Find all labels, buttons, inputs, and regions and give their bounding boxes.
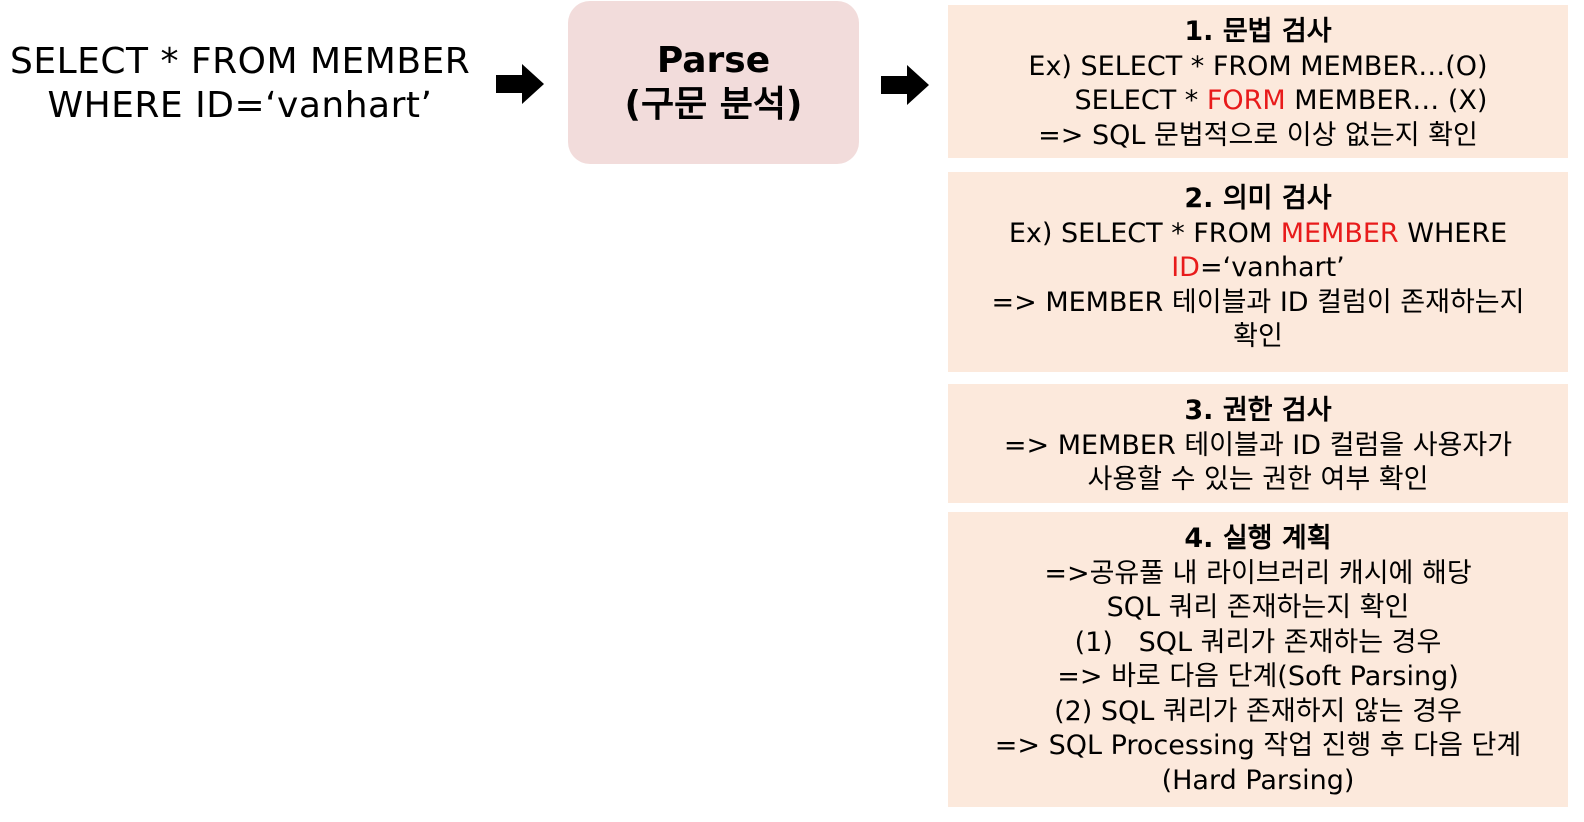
sql-query: SELECT * FROM MEMBER WHERE ID=‘vanhart’ bbox=[10, 40, 470, 128]
step-line: SELECT * FORM MEMBER… (X) bbox=[948, 84, 1568, 119]
step-line: 확인 bbox=[1233, 321, 1283, 352]
step-line: 사용할 수 있는 권한 여부 확인 bbox=[1087, 464, 1429, 495]
step-line: => SQL 문법적으로 이상 없는지 확인 bbox=[1038, 119, 1478, 151]
step-panel-semantic-check: 2. 의미 검사 Ex) SELECT * FROM MEMBER WHERE … bbox=[948, 172, 1568, 372]
step-text: Ex) SELECT * FROM bbox=[1008, 217, 1281, 249]
step-line: (Hard Parsing) bbox=[1161, 764, 1355, 796]
step-title: 1. 문법 검사 bbox=[1184, 16, 1332, 47]
step-panel-execution-plan: 4. 실행 계획 =>공유풀 내 라이브러리 캐시에 해당 SQL 쿼리 존재하… bbox=[948, 512, 1568, 807]
step-line: Ex) SELECT * FROM MEMBER WHERE bbox=[948, 217, 1568, 252]
highlight-text: FORM bbox=[1206, 85, 1286, 116]
step-panel-syntax-check: 1. 문법 검사 Ex) SELECT * FROM MEMBER…(O) SE… bbox=[948, 5, 1568, 158]
step-line: SQL 쿼리 존재하는지 확인 bbox=[1106, 592, 1410, 623]
step-text: =‘vanhart’ bbox=[1199, 252, 1345, 283]
step-line: =>공유풀 내 라이브러리 캐시에 해당 bbox=[1044, 557, 1472, 589]
step-line: => MEMBER 테이블과 ID 컬럼이 존재하는지 bbox=[991, 286, 1525, 318]
query-line-2: WHERE ID=‘vanhart’ bbox=[47, 85, 433, 126]
step-line: (2) SQL 쿼리가 존재하지 않는 경우 bbox=[1054, 695, 1462, 727]
highlight-text: ID bbox=[1171, 252, 1200, 283]
highlight-text: MEMBER bbox=[1280, 217, 1399, 249]
step-line: Ex) SELECT * FROM MEMBER…(O) bbox=[1028, 50, 1488, 82]
step-line: => 바로 다음 단계(Soft Parsing) bbox=[1057, 661, 1459, 692]
step-line: ID=‘vanhart’ bbox=[948, 251, 1568, 286]
step-panel-permission-check: 3. 권한 검사 => MEMBER 테이블과 ID 컬럼을 사용자가 사용할 … bbox=[948, 384, 1568, 503]
step-title: 4. 실행 계획 bbox=[1184, 523, 1332, 554]
parse-box: Parse (구문 분석) bbox=[568, 1, 859, 164]
step-text: MEMBER… (X) bbox=[1285, 85, 1488, 116]
parse-subtitle: (구문 분석) bbox=[624, 83, 803, 125]
right-arrow-icon bbox=[881, 65, 931, 105]
step-line: (1) SQL 쿼리가 존재하는 경우 bbox=[1074, 626, 1442, 658]
step-text: SELECT * bbox=[1074, 85, 1207, 116]
parse-title: Parse bbox=[656, 39, 771, 81]
step-line: => MEMBER 테이블과 ID 컬럼을 사용자가 bbox=[1003, 429, 1513, 461]
step-title: 3. 권한 검사 bbox=[1184, 395, 1332, 426]
step-line: => SQL Processing 작업 진행 후 다음 단계 bbox=[994, 730, 1522, 761]
step-title: 2. 의미 검사 bbox=[1184, 183, 1332, 214]
right-arrow-icon bbox=[496, 64, 546, 104]
query-line-1: SELECT * FROM MEMBER bbox=[10, 41, 471, 82]
step-text: WHERE bbox=[1398, 217, 1508, 249]
